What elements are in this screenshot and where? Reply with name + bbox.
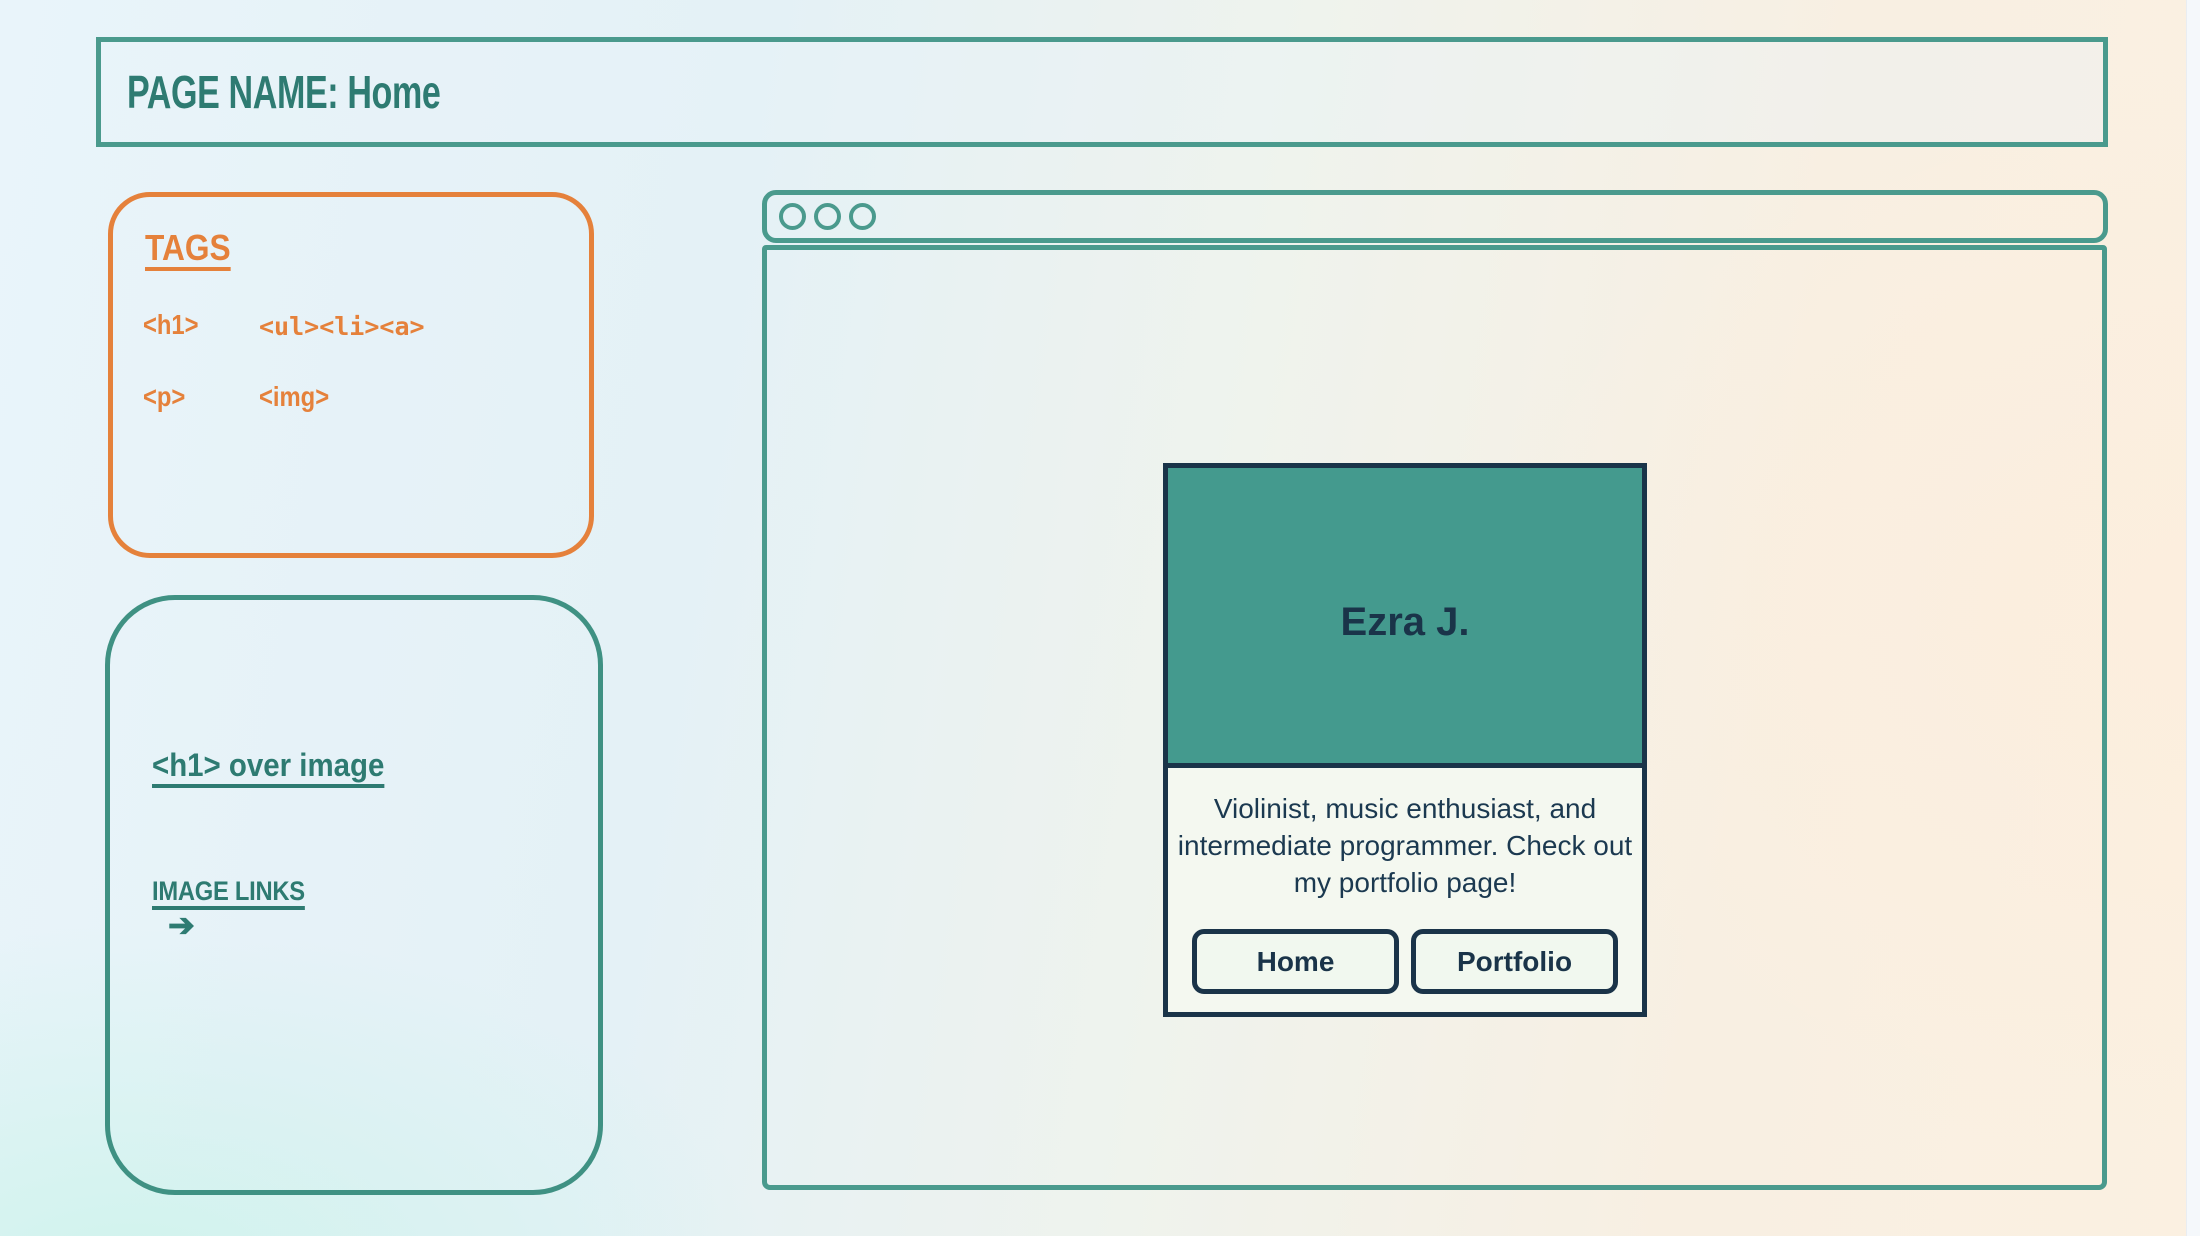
tag-ul-li-a: <ul><li><a> — [259, 312, 425, 341]
page-name-header: PAGE NAME: Home — [96, 37, 2108, 147]
tag-img: <img> — [259, 381, 330, 412]
tags-panel: TAGS <h1> <ul><li><a> <p> <img> — [108, 192, 594, 558]
tags-heading: TAGS — [145, 227, 231, 268]
traffic-light-icon — [779, 203, 806, 230]
traffic-light-icon — [849, 203, 876, 230]
page-scrollbar[interactable] — [2186, 0, 2200, 1236]
profile-nav-buttons: Home Portfolio — [1168, 929, 1642, 994]
tag-p: <p> — [143, 381, 186, 412]
image-links-note: IMAGE LINKS — [152, 876, 305, 906]
page-title: PAGE NAME: Home — [127, 66, 441, 118]
profile-card: Ezra J. Violinist, music enthusiast, and… — [1163, 463, 1647, 1017]
browser-titlebar — [762, 190, 2108, 243]
traffic-light-icon — [814, 203, 841, 230]
browser-viewport — [762, 245, 2107, 1190]
portfolio-button[interactable]: Portfolio — [1411, 929, 1618, 994]
arrow-right-icon: ➔ — [168, 907, 195, 943]
profile-card-body: Violinist, music enthusiast, and interme… — [1168, 768, 1642, 1012]
profile-bio: Violinist, music enthusiast, and interme… — [1177, 793, 1633, 898]
profile-card-image-area: Ezra J. — [1168, 468, 1642, 768]
tag-h1: <h1> — [143, 309, 199, 340]
h1-over-image-note: <h1> over image — [152, 747, 385, 783]
profile-name: Ezra J. — [1340, 600, 1470, 644]
home-button[interactable]: Home — [1192, 929, 1399, 994]
notes-panel: <h1> over image IMAGE LINKS ➔ — [105, 595, 603, 1195]
